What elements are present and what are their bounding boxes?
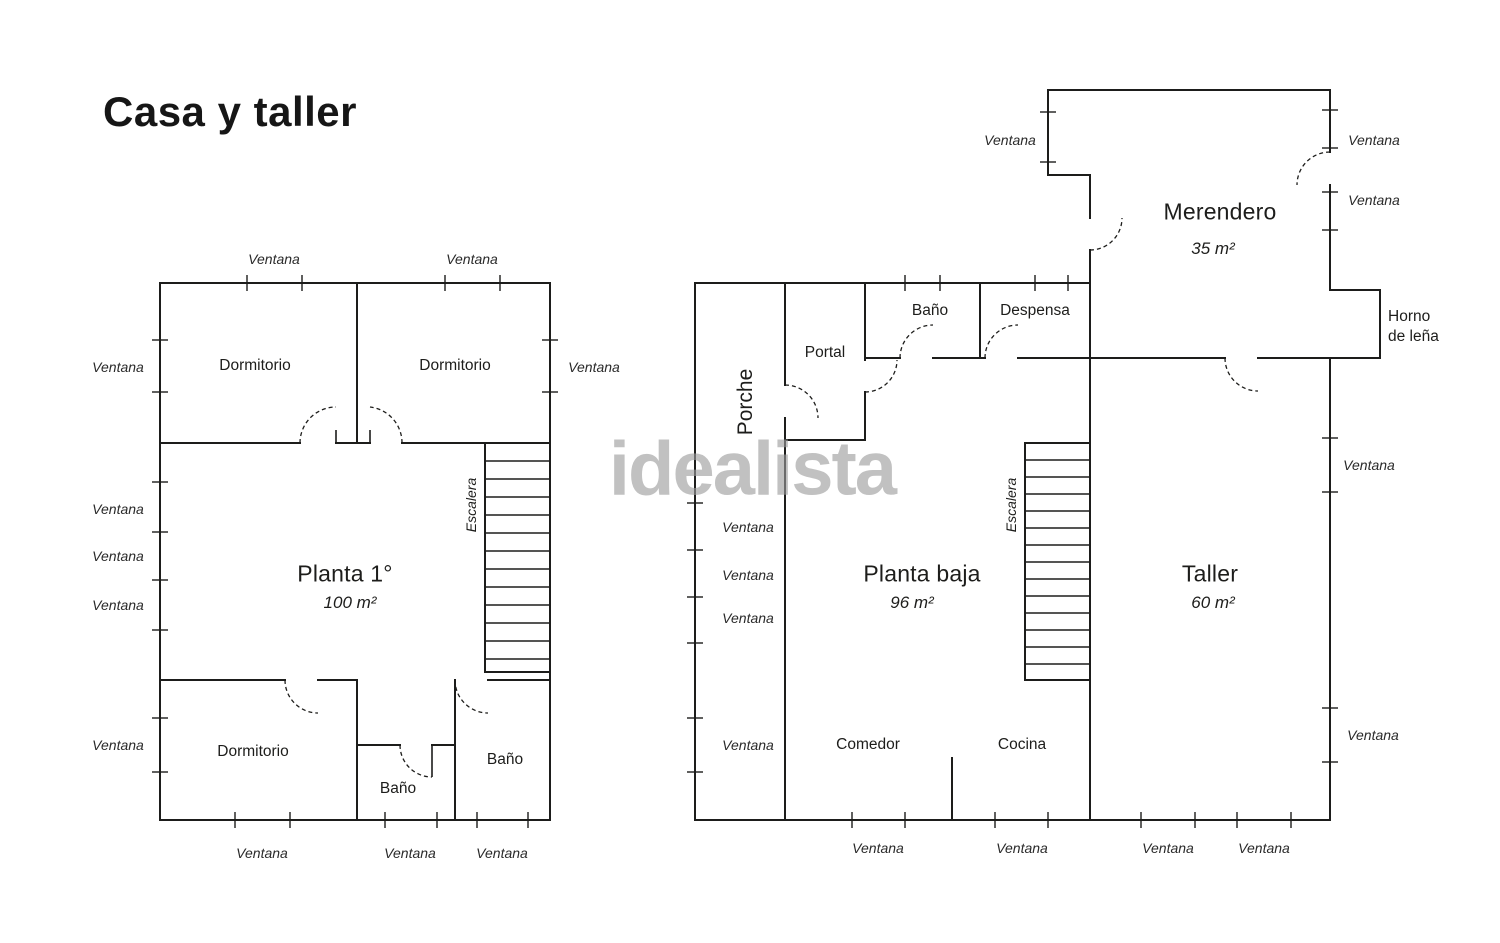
window-label: Ventana [852, 840, 904, 856]
room-label-porche: Porche [734, 368, 757, 436]
room-label-horno-line1: Horno [1388, 308, 1431, 325]
stairs-label-planta1: Escalera [463, 477, 479, 533]
floor-name-planta1: Planta 1° [297, 560, 393, 587]
room-label-dormitorio-1: Dormitorio [219, 357, 291, 374]
window-label: Ventana [1347, 727, 1399, 743]
window-label: Ventana [1348, 132, 1400, 148]
window-label: Ventana [92, 597, 144, 613]
window-label: Ventana [722, 610, 774, 626]
window-label: Ventana [722, 519, 774, 535]
room-label-comedor: Comedor [836, 736, 900, 753]
floor-area-planta-baja: 96 m² [890, 593, 934, 612]
room-label-bano-3: Baño [911, 302, 949, 319]
planta-baja-walls [694, 89, 1381, 821]
window-label: Ventana [1238, 840, 1290, 856]
room-label-dormitorio-2: Dormitorio [419, 357, 491, 374]
window-label: Ventana [1348, 192, 1400, 208]
planta-primera-window-ticks [152, 275, 558, 828]
floor-name-taller: Taller [1181, 560, 1239, 587]
room-label-bano-2: Baño [486, 751, 524, 768]
room-label-horno-line2: de leña [1388, 328, 1439, 345]
planta-primera-walls [159, 282, 551, 821]
window-label: Ventana [996, 840, 1048, 856]
floor-area-taller: 60 m² [1191, 593, 1235, 612]
window-label: Ventana [92, 501, 144, 517]
window-label: Ventana [248, 251, 300, 267]
room-label-bano-1: Baño [379, 780, 417, 797]
room-label-dormitorio-3: Dormitorio [217, 743, 289, 760]
window-label: Ventana [476, 845, 528, 861]
window-label: Ventana [722, 567, 774, 583]
window-label: Ventana [722, 737, 774, 753]
floor-area-planta1: 100 m² [323, 593, 377, 612]
window-label: Ventana [236, 845, 288, 861]
planta-baja-doors [784, 151, 1331, 419]
stairs-label-planta-baja: Escalera [1003, 477, 1019, 533]
planta-baja-window-ticks [687, 109, 1338, 828]
window-label: Ventana [92, 737, 144, 753]
window-label: Ventana [568, 359, 620, 375]
planta-primera-doors [284, 406, 489, 778]
room-label-despensa: Despensa [1000, 302, 1070, 319]
window-label: Ventana [92, 359, 144, 375]
floor-name-planta-baja: Planta baja [863, 560, 981, 587]
room-label-cocina: Cocina [997, 736, 1047, 753]
floor-area-merendero: 35 m² [1191, 239, 1235, 258]
room-label-portal: Portal [804, 344, 846, 361]
window-label: Ventana [384, 845, 436, 861]
window-label: Ventana [92, 548, 144, 564]
page-title: Casa y taller [103, 88, 357, 135]
floor-name-merendero: Merendero [1163, 198, 1277, 225]
window-label: Ventana [1343, 457, 1395, 473]
window-label: Ventana [984, 132, 1036, 148]
window-label: Ventana [446, 251, 498, 267]
window-label: Ventana [1142, 840, 1194, 856]
